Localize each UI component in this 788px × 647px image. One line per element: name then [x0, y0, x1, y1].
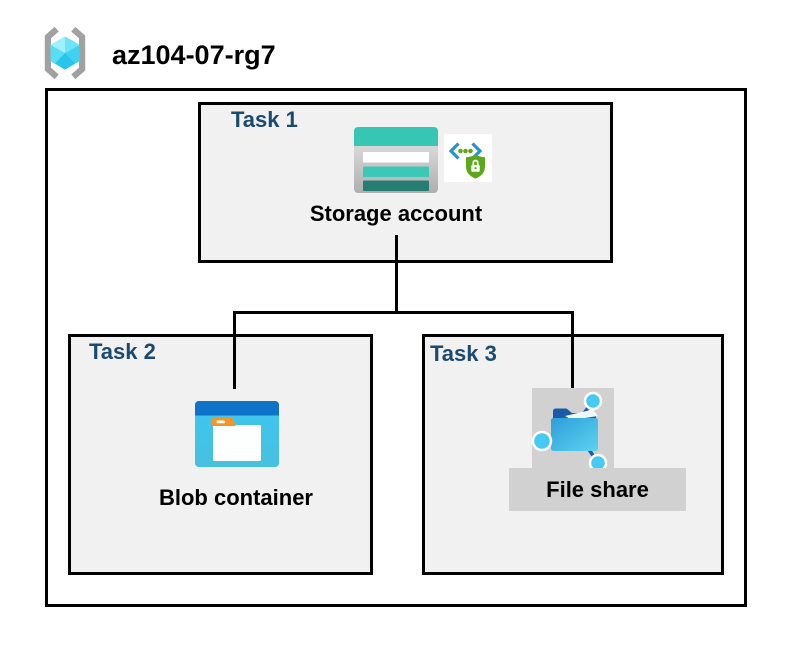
connector-horizontal — [233, 311, 574, 314]
connector-to-file-share — [571, 311, 574, 389]
blob-container-icon — [195, 401, 279, 467]
task1-label: Task 1 — [231, 107, 298, 132]
blob-container-node-label: Blob container — [158, 485, 313, 510]
file-share-icon — [531, 391, 608, 473]
storage-account-node-label: Storage account — [309, 201, 483, 226]
resource-group-icon — [44, 26, 86, 80]
file-share-node-label: File share — [546, 476, 649, 502]
task3-label: Task 3 — [430, 341, 497, 366]
connector-storage-stem — [395, 235, 398, 314]
resource-group-title: az104-07-rg7 — [112, 40, 276, 70]
task2-label: Task 2 — [89, 339, 156, 364]
file-share-icon-highlight — [531, 388, 614, 473]
connector-to-blob-container — [233, 311, 236, 389]
secure-access-icon — [444, 134, 492, 182]
storage-account-icon — [354, 127, 438, 193]
file-share-label-highlight: File share — [509, 468, 686, 511]
